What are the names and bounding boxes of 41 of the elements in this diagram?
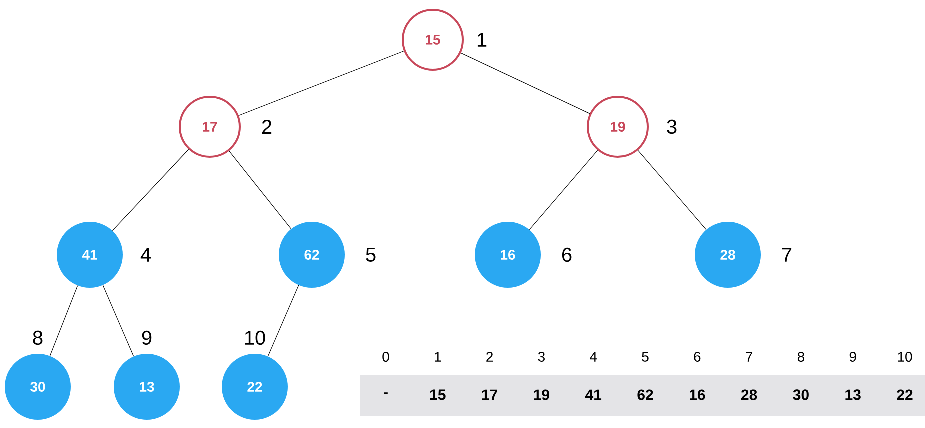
tree-edge [238,50,404,116]
tree-edge [102,285,134,357]
tree-edge [529,150,598,230]
index-header: 2 [486,352,493,362]
array-value: 22 [897,390,913,400]
index-header: 7 [746,352,752,362]
tree-edge [268,285,300,357]
node-index: 8 [33,330,43,346]
node-index: 1 [478,33,487,47]
node-index: 7 [782,248,792,262]
array-value: - [384,392,388,394]
array-value: 13 [846,390,861,400]
tree-edge [638,150,707,230]
tree-edge [112,149,190,232]
array-value: 15 [430,390,446,400]
node-index: 2 [262,120,272,134]
tree-edge [50,286,78,356]
index-header: 4 [590,352,598,362]
index-header: 6 [694,352,701,362]
node-index: 10 [245,330,266,346]
index-header: 8 [798,352,804,362]
index-header: 5 [642,352,649,362]
node-index: 9 [142,330,152,346]
index-header: 1 [435,352,442,362]
tree-edge [460,52,590,114]
array-value: 17 [482,390,498,400]
node-index: 5 [366,248,376,262]
array-value: 16 [690,390,706,400]
index-header: 9 [850,352,856,362]
array-value: 62 [638,390,654,400]
array-value: 41 [585,390,602,400]
index-header: 10 [898,352,912,362]
tree-edge [229,150,292,230]
array-value: 28 [742,390,758,400]
array-value: 30 [793,390,809,400]
node-index: 6 [562,248,572,262]
array-value: 19 [534,390,550,400]
node-index: 3 [667,120,677,134]
index-header: 3 [538,352,545,362]
node-index: 4 [140,248,151,262]
index-header: 0 [382,352,390,362]
